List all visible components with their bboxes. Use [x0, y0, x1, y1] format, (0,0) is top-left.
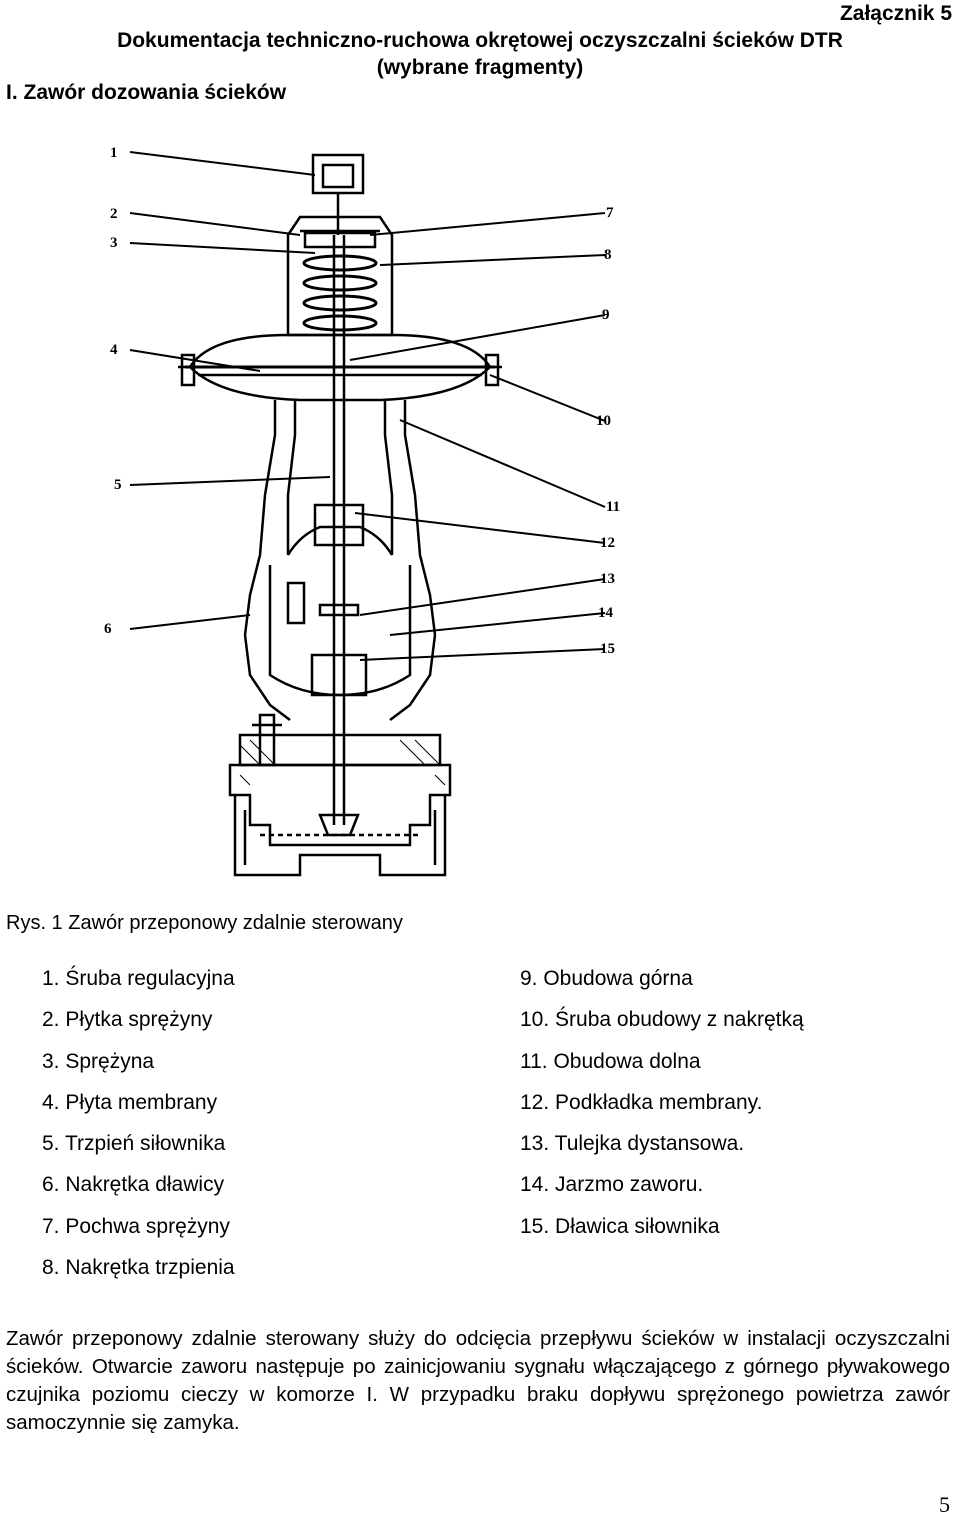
- part-item: 12. Podkładka membrany.: [520, 1090, 763, 1114]
- fig-label-3: 3: [110, 235, 118, 251]
- section-heading: I. Zawór dozowania ścieków: [6, 81, 287, 104]
- fig-label-1: 1: [110, 145, 118, 161]
- part-item: 15. Dławica siłownika: [520, 1214, 720, 1238]
- part-item: 11. Obudowa dolna: [520, 1049, 701, 1073]
- fig-label-7: 7: [606, 205, 614, 221]
- fig-label-10: 10: [596, 413, 611, 429]
- fig-label-12: 12: [600, 535, 615, 551]
- parts-list-right: 9. Obudowa górna 10. Śruba obudowy z nak…: [520, 958, 804, 1247]
- part-item: 4. Płyta membrany: [42, 1090, 218, 1114]
- fig-label-11: 11: [606, 499, 620, 515]
- parts-list-left: 1. Śruba regulacyjna 2. Płytka sprężyny …: [42, 958, 235, 1288]
- description-paragraph: Zawór przeponowy zdalnie sterowany służy…: [6, 1327, 950, 1434]
- figure-caption: Rys. 1 Zawór przeponowy zdalnie sterowan…: [6, 912, 403, 934]
- part-item: 2. Płytka sprężyny: [42, 1008, 213, 1032]
- document-title-line2: (wybrane fragmenty): [376, 56, 584, 79]
- part-item: 3. Sprężyna: [42, 1049, 155, 1073]
- fig-label-14: 14: [598, 605, 614, 621]
- yoke-left: [243, 400, 291, 721]
- valve-technical-drawing: 1 2 3 4 5 6 7 8 9 10 11 12 13 14 15: [104, 145, 620, 877]
- part-item: 10. Śruba obudowy z nakrętką: [520, 1008, 804, 1032]
- document-title: Dokumentacja techniczno-ruchowa okrętowe…: [60, 27, 900, 81]
- fig-label-4: 4: [110, 342, 118, 358]
- fig-label-13: 13: [600, 571, 615, 587]
- fig-label-8: 8: [604, 247, 612, 263]
- part-item: 6. Nakrętka dławicy: [42, 1173, 225, 1197]
- part-item: 14. Jarzmo zaworu.: [520, 1173, 704, 1197]
- annex-label: Załącznik 5: [839, 2, 952, 25]
- upper-diaphragm-casing: [187, 333, 493, 369]
- part-item: 9. Obudowa górna: [520, 967, 693, 990]
- fig-label-15: 15: [600, 641, 615, 657]
- part-item: 8. Nakrętka trzpienia: [42, 1256, 235, 1280]
- fig-label-6: 6: [104, 621, 112, 637]
- fig-label-5: 5: [114, 477, 122, 493]
- lower-diaphragm-casing: [189, 366, 491, 402]
- valve-body: [228, 763, 452, 847]
- fig-label-2: 2: [110, 206, 118, 222]
- yoke-right: [389, 400, 437, 721]
- fig-label-9: 9: [602, 307, 610, 323]
- valve-plug: [318, 813, 360, 837]
- document-title-line1: Dokumentacja techniczno-ruchowa okrętowe…: [117, 29, 843, 52]
- part-item: 13. Tulejka dystansowa.: [520, 1132, 745, 1156]
- part-item: 5. Trzpień siłownika: [42, 1132, 226, 1156]
- part-item: 1. Śruba regulacyjna: [42, 967, 235, 990]
- part-item: 7. Pochwa sprężyny: [42, 1214, 230, 1238]
- page-number: 5: [939, 1492, 950, 1517]
